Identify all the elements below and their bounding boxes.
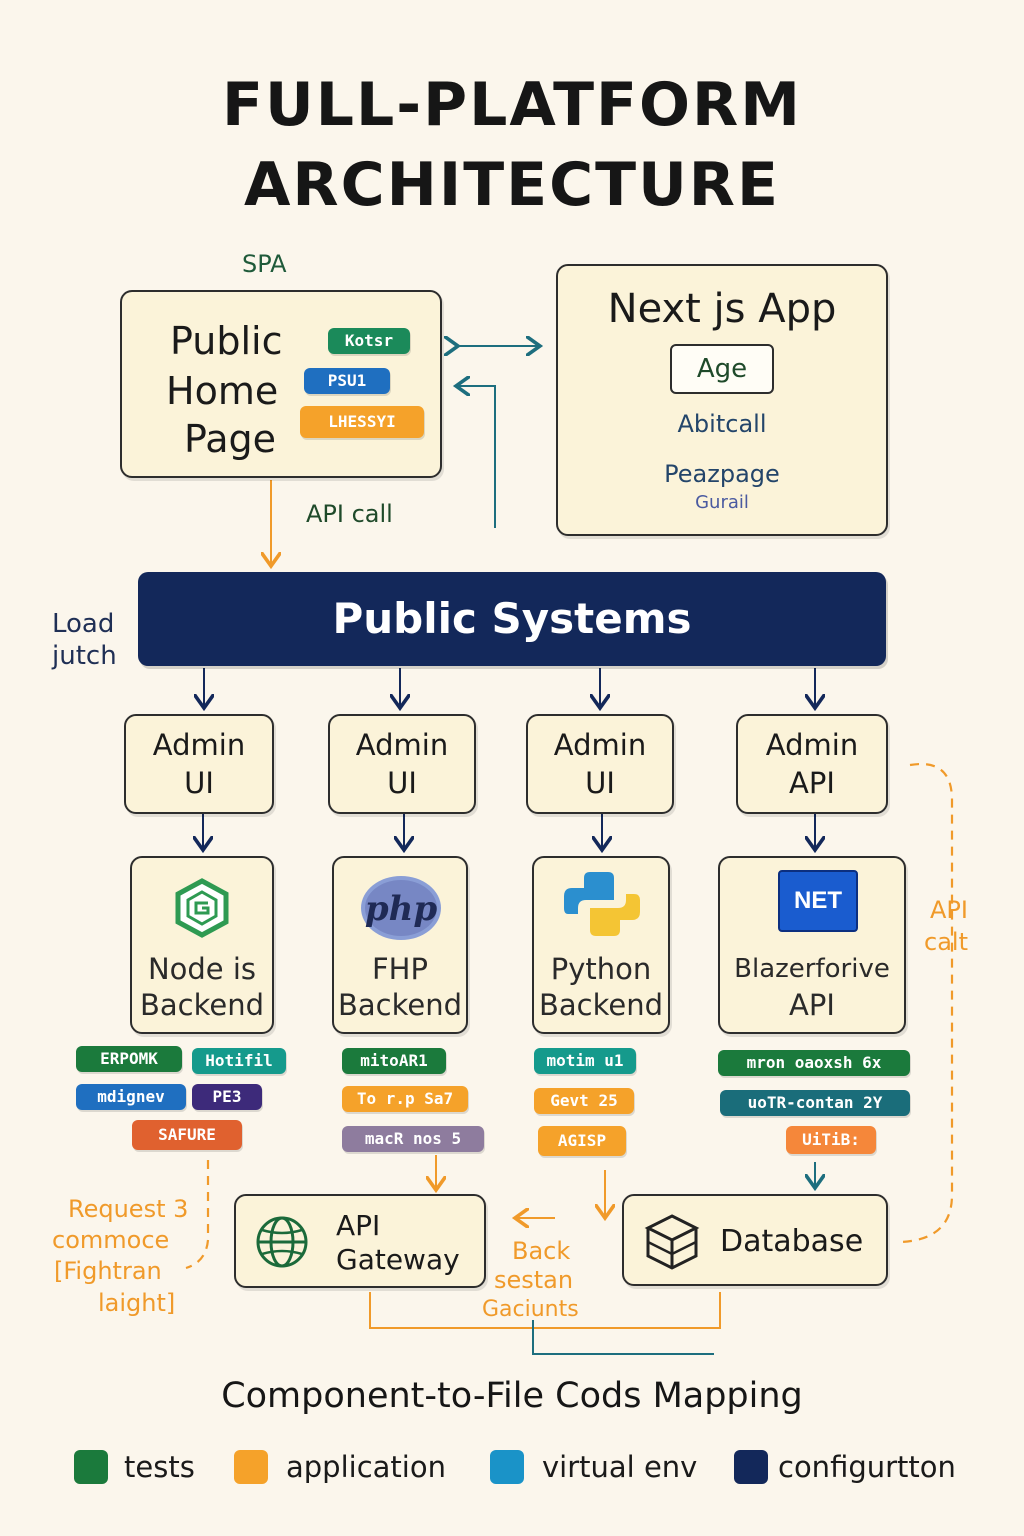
php-line-2: Backend — [337, 988, 462, 1022]
admin-2-line-1: Admin — [355, 728, 449, 762]
side-api-call-line-1: API — [930, 896, 968, 924]
python-icon — [564, 870, 640, 938]
dotnet-line-2: API — [789, 988, 835, 1022]
public-home-line-3: Page — [184, 417, 276, 461]
admin-box-4: Admin API — [736, 714, 888, 814]
php-icon: php — [360, 872, 442, 942]
dotnet-icon: NET — [778, 870, 858, 932]
legend-swatch-application — [234, 1450, 268, 1484]
api-gateway-line-1: API — [336, 1209, 381, 1242]
load-label-line-2: jutch — [52, 641, 117, 671]
legend-label-virtual-env: virtual env — [542, 1450, 698, 1484]
legend-swatch-tests — [74, 1450, 108, 1484]
globe-icon — [254, 1214, 310, 1270]
admin-4-line-1: Admin — [765, 728, 859, 762]
bottom-connector-orange — [369, 1292, 721, 1329]
api-call-label: API call — [306, 500, 393, 528]
php-line-1: FHP — [372, 952, 428, 986]
back-note-line-3: Gaciunts — [482, 1297, 579, 1322]
nextjs-app-box: Next js App Age Abitcall Peazpage Gurail — [556, 264, 888, 536]
nodejs-line-1: Node is — [147, 952, 257, 986]
php-icon-text: php — [365, 889, 437, 929]
nextjs-line-3: Gurail — [695, 492, 749, 513]
mapping-title: Component-to-File Cods Mapping — [221, 1376, 803, 1416]
page-title-line-1: FULL-PLATFORM — [222, 70, 802, 140]
python-backend-box: Python Backend — [532, 856, 670, 1034]
dotnet-tag-1: mron oaoxsh 6x — [718, 1050, 910, 1076]
nodejs-tag-5: SAFURE — [132, 1120, 242, 1150]
public-home-tag-3: LHESSYI — [300, 406, 424, 438]
nodejs-line-2: Backend — [139, 988, 264, 1022]
nodejs-tag-3: mdignev — [76, 1084, 186, 1110]
admin-3-line-2: UI — [585, 766, 615, 800]
python-line-2: Backend — [538, 988, 663, 1022]
admin-box-3: Admin UI — [526, 714, 674, 814]
api-gateway-line-2: Gateway — [336, 1243, 460, 1276]
back-note-line-2: sestan — [494, 1266, 574, 1294]
admin-box-2: Admin UI — [328, 714, 476, 814]
php-tag-1: mitoAR1 — [342, 1048, 446, 1074]
legend-label-application: application — [286, 1450, 446, 1484]
admin-box-1: Admin UI — [124, 714, 274, 814]
nodejs-tag-4: PE3 — [192, 1084, 262, 1110]
python-tag-3: AGISP — [538, 1126, 626, 1156]
dotnet-tag-3: UiTiB: — [786, 1126, 876, 1154]
admin-2-line-2: UI — [387, 766, 417, 800]
dotnet-backend-box: NET Blazerforive API — [718, 856, 906, 1034]
nextjs-line-2: Peazpage — [664, 460, 780, 488]
legend-label-tests: tests — [124, 1450, 195, 1484]
public-systems-bar: Public Systems — [138, 572, 886, 666]
request-note-line-2: commoce — [52, 1226, 170, 1254]
back-note-line-1: Back — [512, 1237, 571, 1265]
admin-1-line-1: Admin — [152, 728, 246, 762]
public-home-tag-2: PSU1 — [304, 368, 390, 394]
python-tag-1: motim u1 — [534, 1048, 636, 1074]
nextjs-age-button[interactable]: Age — [670, 344, 774, 394]
database-label: Database — [720, 1224, 864, 1259]
request-note-line-4: laight] — [98, 1289, 176, 1317]
side-api-call-line-2: calt — [924, 928, 968, 956]
admin-3-line-1: Admin — [553, 728, 647, 762]
dashed-request-loop — [185, 1160, 210, 1270]
public-home-page-box: Public Home Page Kotsr PSU1 LHESSYI — [120, 290, 442, 478]
dashed-api-call-loop — [899, 762, 954, 1244]
legend-swatch-configuration — [734, 1450, 768, 1484]
nextjs-line-1: Abitcall — [677, 410, 767, 438]
request-note-line-1: Request 3 — [68, 1195, 189, 1223]
api-gateway-box: API Gateway — [234, 1194, 486, 1288]
nodejs-icon — [172, 878, 232, 938]
php-tag-3: macR nos 5 — [342, 1126, 484, 1152]
admin-1-line-2: UI — [184, 766, 214, 800]
nodejs-backend-box: Node is Backend — [130, 856, 274, 1034]
nodejs-tag-2: Hotifil — [192, 1048, 286, 1074]
nodejs-tag-1: ERPOMK — [76, 1046, 182, 1072]
public-home-line-1: Public — [170, 319, 283, 363]
load-label-line-1: Load — [52, 609, 115, 639]
legend-label-configuration: configurtton — [778, 1450, 956, 1484]
python-line-1: Python — [550, 952, 652, 986]
page-title-line-2: ARCHITECTURE — [244, 150, 780, 220]
arrow-return-to-home — [458, 386, 496, 528]
admin-4-line-2: API — [789, 766, 835, 800]
public-home-line-2: Home — [166, 369, 279, 413]
public-home-tag-1: Kotsr — [328, 328, 410, 354]
dotnet-line-1: Blazerforive — [734, 954, 890, 984]
request-note-line-3: [Fightran — [54, 1257, 162, 1285]
php-tag-2: To r.p Sa7 — [342, 1086, 468, 1112]
legend-swatch-virtual-env — [490, 1450, 524, 1484]
bottom-connector-teal — [532, 1320, 714, 1355]
php-backend-box: php FHP Backend — [332, 856, 468, 1034]
database-cube-icon — [644, 1212, 700, 1272]
spa-label: SPA — [242, 250, 287, 278]
dotnet-tag-2: uoTR-contan 2Y — [720, 1090, 910, 1116]
database-box: Database — [622, 1194, 888, 1286]
python-tag-2: Gevt 25 — [534, 1088, 634, 1114]
nextjs-app-title: Next js App — [607, 286, 837, 332]
